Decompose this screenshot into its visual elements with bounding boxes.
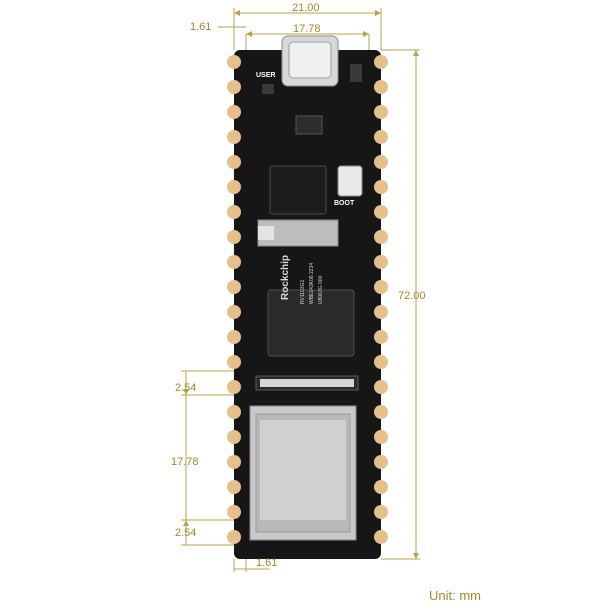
pad-right-8	[374, 230, 388, 244]
pad-right-7	[374, 205, 388, 219]
pad-left-2	[227, 80, 241, 94]
pad-left-13	[227, 355, 241, 369]
pad-left-12	[227, 330, 241, 344]
flash-chip	[269, 165, 327, 215]
pad-right-15	[374, 405, 388, 419]
pad-left-19	[227, 505, 241, 519]
pad-right-9	[374, 255, 388, 269]
component	[262, 84, 274, 94]
pad-left-6	[227, 180, 241, 194]
pad-left-17	[227, 455, 241, 469]
dim-board-height: 72.00	[398, 290, 426, 302]
label-boot: BOOT	[334, 200, 355, 207]
button-user	[350, 64, 362, 82]
chip-line1: RV1103G1	[300, 279, 306, 304]
pad-left-20	[227, 530, 241, 544]
pad-right-5	[374, 155, 388, 169]
pad-left-15	[227, 405, 241, 419]
pad-right-6	[374, 180, 388, 194]
pad-left-10	[227, 280, 241, 294]
pad-left-7	[227, 205, 241, 219]
pad-right-20	[374, 530, 388, 544]
pad-left-16	[227, 430, 241, 444]
dimension-lines	[181, 8, 420, 572]
dim-pitch-bottom: 2.54	[175, 527, 197, 539]
usb-c-opening	[288, 41, 332, 79]
ethernet-face	[260, 420, 346, 520]
pad-right-19	[374, 505, 388, 519]
pad-left-3	[227, 105, 241, 119]
pad-right-4	[374, 130, 388, 144]
dim-row-span: 17.78	[171, 456, 199, 468]
pad-right-13	[374, 355, 388, 369]
microsd-detail	[258, 226, 274, 240]
chip-brand: Rockchip	[280, 254, 291, 300]
pad-right-17	[374, 455, 388, 469]
dim-usb-width: 17.78	[293, 23, 321, 35]
pad-left-18	[227, 480, 241, 494]
label-user: USER	[256, 72, 276, 79]
dimension-arrows	[183, 10, 419, 559]
dim-top-width: 21.00	[292, 2, 320, 14]
fpc-contacts	[260, 379, 354, 387]
rockchip-soc	[267, 289, 355, 357]
pad-left-4	[227, 130, 241, 144]
pad-right-12	[374, 330, 388, 344]
pad-right-2	[374, 80, 388, 94]
dim-left-margin-top: 1.61	[190, 21, 212, 33]
boot-button[interactable]	[337, 165, 363, 197]
dim-pitch-top: 2.54	[175, 382, 197, 394]
pad-left-11	[227, 305, 241, 319]
component	[295, 115, 323, 135]
pad-left-8	[227, 230, 241, 244]
pad-right-10	[374, 280, 388, 294]
pad-left-14	[227, 380, 241, 394]
pad-left-9	[227, 255, 241, 269]
gpio-pads	[227, 55, 388, 544]
chip-line2: WBE143K08 2234	[309, 262, 315, 304]
pad-right-1	[374, 55, 388, 69]
pad-right-16	[374, 430, 388, 444]
pad-left-1	[227, 55, 241, 69]
chip-line3: U8063G 000	[318, 275, 324, 304]
dim-left-margin-bottom: 1.61	[256, 557, 278, 569]
pad-right-18	[374, 480, 388, 494]
pad-right-3	[374, 105, 388, 119]
pad-right-11	[374, 305, 388, 319]
unit-label: Unit: mm	[429, 588, 481, 603]
pad-left-5	[227, 155, 241, 169]
pad-right-14	[374, 380, 388, 394]
